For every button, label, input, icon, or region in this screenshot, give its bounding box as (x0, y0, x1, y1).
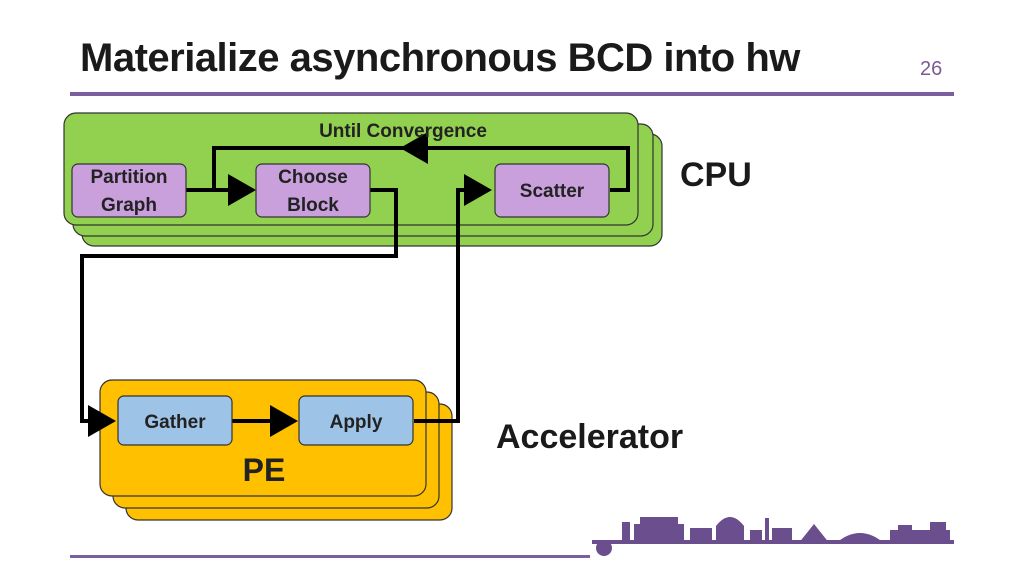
partition-graph-node: Partition Graph (71, 163, 187, 218)
cpu-label: CPU (680, 156, 752, 194)
svg-text:Partition: Partition (90, 167, 167, 188)
apply-node: Apply (298, 395, 414, 446)
title-divider (70, 92, 954, 96)
gather-node: Gather (117, 395, 233, 446)
svg-text:Gather: Gather (144, 412, 206, 433)
accelerator-label: Accelerator (496, 418, 684, 456)
page-number: 26 (920, 58, 943, 80)
flow-arrows (80, 132, 630, 437)
slide-title: Materialize asynchronous BCD into hw (80, 36, 800, 80)
footer-divider (70, 555, 590, 558)
pe-label: PE (243, 452, 286, 488)
choose-block-node: Choose Block (255, 163, 371, 218)
loop-label: Until Convergence (319, 121, 487, 142)
svg-text:Apply: Apply (330, 412, 383, 433)
svg-text:Choose: Choose (278, 167, 348, 188)
scatter-node: Scatter (494, 163, 610, 218)
svg-text:Graph: Graph (101, 195, 157, 216)
campus-skyline-logo (592, 517, 954, 556)
svg-text:Scatter: Scatter (520, 181, 585, 202)
svg-text:Block: Block (287, 195, 339, 216)
